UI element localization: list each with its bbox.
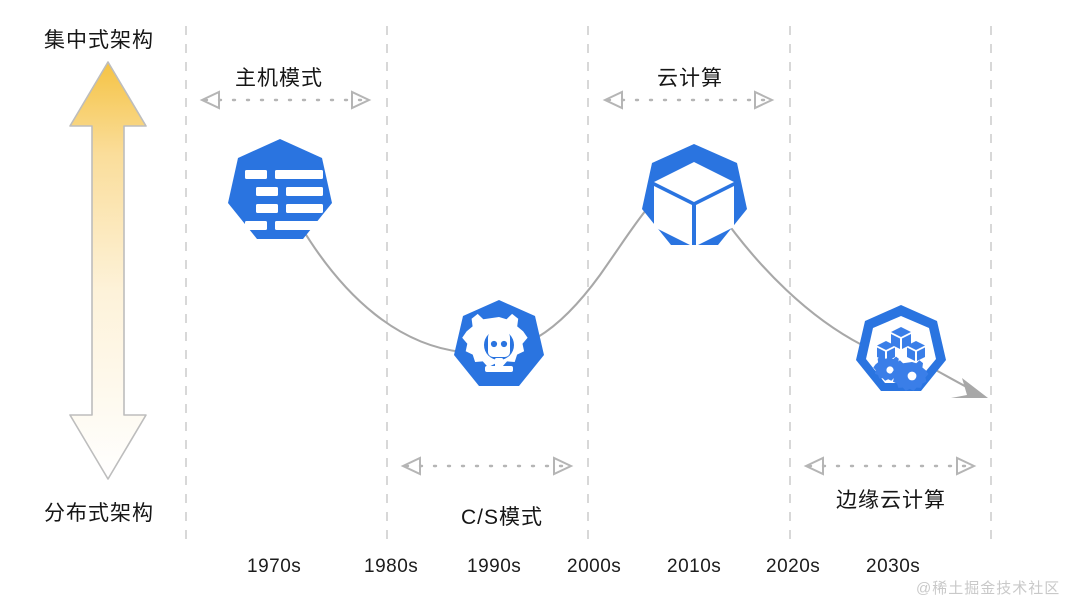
watermark: @稀土掘金技术社区 [916, 580, 1061, 597]
decade-label-2020s: 2020s [766, 556, 821, 577]
axis-bottom-label: 分布式架构 [44, 502, 154, 525]
decade-label-2000s: 2000s [567, 556, 622, 577]
era-span-arrow-mainframe [199, 90, 372, 110]
gear-client-server-icon [462, 313, 528, 372]
server-list-icon [245, 170, 323, 230]
era-label-mainframe: 主机模式 [235, 67, 323, 90]
decade-label-1990s: 1990s [467, 556, 522, 577]
era-span-arrow-cloud [602, 90, 775, 110]
node-cloud[interactable] [642, 144, 747, 246]
decade-label-1970s: 1970s [247, 556, 302, 577]
architecture-axis-arrow [69, 61, 147, 480]
decade-label-2010s: 2010s [667, 556, 722, 577]
era-span-arrow-client-server [400, 456, 574, 476]
era-label-client-server: C/S模式 [461, 506, 544, 529]
cubes-gears-icon [873, 327, 929, 391]
node-client-server[interactable] [454, 300, 544, 386]
axis-top-label: 集中式架构 [44, 29, 154, 52]
node-edge-cloud[interactable] [856, 305, 946, 391]
era-label-cloud: 云计算 [657, 67, 723, 90]
era-label-edge-cloud: 边缘云计算 [836, 489, 946, 512]
era-span-arrow-edge-cloud [803, 456, 977, 476]
timeline-gridlines [185, 26, 992, 540]
curve-end-arrowhead [951, 378, 988, 398]
decade-label-2030s: 2030s [866, 556, 921, 577]
heptagon-shape [228, 139, 332, 239]
node-mainframe[interactable] [228, 139, 332, 239]
cube-icon [654, 162, 734, 246]
decade-label-1980s: 1980s [364, 556, 419, 577]
